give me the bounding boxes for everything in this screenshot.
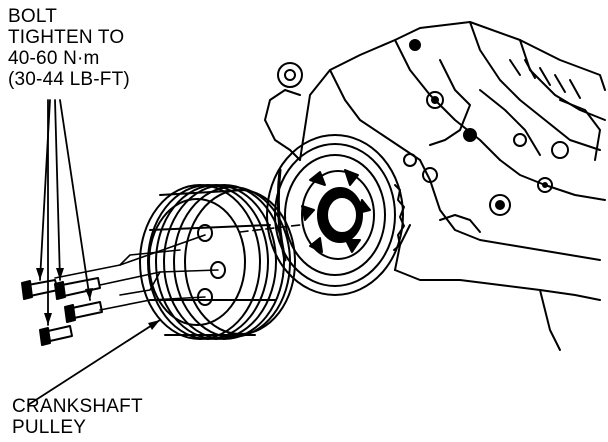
- bolt-3: [64, 301, 103, 323]
- pulley-label: PULLEY: [12, 417, 87, 438]
- bolt-2: [54, 277, 101, 300]
- leader-arrowheads: [36, 268, 160, 330]
- leader-lines: [27, 99, 161, 406]
- bolt-torque-callout: BOLT TIGHTEN TO 40-60 N·m (30-44 LB-FT): [8, 6, 130, 90]
- tighten-to-label: TIGHTEN TO: [8, 27, 125, 48]
- torque-metric-value: 40-60 N·m: [8, 48, 100, 69]
- bolts: [21, 277, 103, 346]
- crankshaft-label: CRANKSHAFT: [12, 396, 143, 417]
- crankshaft-pulley: [139, 184, 296, 340]
- bolt-4: [39, 325, 73, 346]
- damper: [266, 134, 405, 296]
- engine-block: [264, 21, 606, 351]
- torque-imperial-value: (30-44 LB-FT): [8, 69, 130, 90]
- bolt-1: [21, 279, 59, 300]
- alignment-lines: [54, 224, 301, 311]
- crankshaft-pulley-callout: CRANKSHAFT PULLEY: [12, 396, 143, 438]
- bolt-label: BOLT: [8, 6, 58, 27]
